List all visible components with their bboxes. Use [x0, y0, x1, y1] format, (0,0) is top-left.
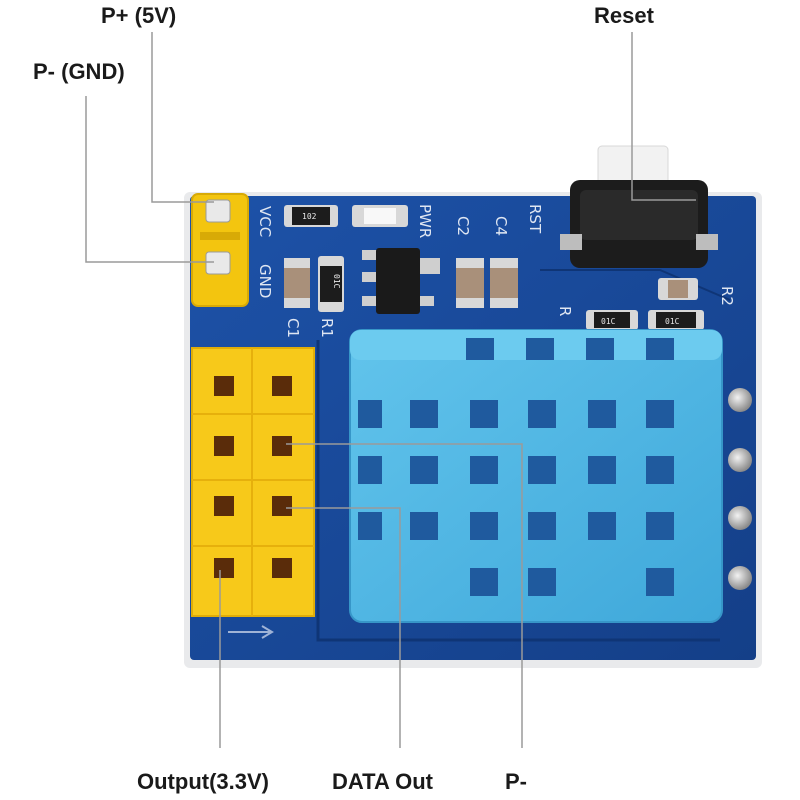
resistor-r-right-2: 01C: [648, 310, 704, 330]
leader-p-minus-gnd: [85, 96, 214, 263]
reset-button[interactable]: [560, 145, 718, 268]
resistor-r1-label: 01C: [332, 274, 341, 289]
resistor-102: 102: [284, 205, 338, 227]
dht-sensor: [349, 329, 723, 623]
resistor-r-right-2-label: 01C: [665, 317, 680, 326]
label-p-plus-5v: P+ (5V): [101, 3, 177, 28]
resistor-102-label: 102: [302, 212, 317, 221]
sensor-pins: [728, 388, 752, 590]
leader-p-plus: [151, 32, 214, 203]
leader-data-out: [286, 507, 401, 748]
silk-r1: R1: [318, 318, 336, 338]
capacitor-c2: [456, 258, 484, 308]
silk-rst: RST: [526, 204, 544, 234]
silk-pwr: PWR: [416, 204, 434, 238]
power-header: [191, 193, 249, 307]
label-p-minus: P-: [505, 769, 527, 794]
silk-r: R: [556, 306, 574, 316]
regulator-chip: [362, 248, 440, 314]
silk-c4: C4: [492, 216, 510, 236]
silk-gnd: GND: [256, 264, 274, 298]
leader-reset: [631, 32, 696, 201]
resistor-r1: 01C: [318, 256, 344, 312]
silk-r2: R2: [718, 286, 736, 306]
capacitor-c1: [284, 258, 310, 308]
leader-lines: [85, 32, 696, 748]
capacitor-small: [658, 278, 698, 300]
silk-vcc: VCC: [256, 206, 274, 237]
silk-c2: C2: [454, 216, 472, 236]
pwr-led: [352, 205, 408, 227]
resistor-r-right-1-label: 01C: [601, 317, 616, 326]
label-reset: Reset: [594, 3, 654, 28]
resistor-r-right-1: 01C: [586, 310, 638, 330]
label-data-out: DATA Out: [332, 769, 434, 794]
esp-socket-header: [191, 347, 315, 617]
label-p-minus-gnd: P- (GND): [33, 59, 125, 84]
leader-p-minus: [286, 443, 523, 748]
silk-c1: C1: [284, 318, 302, 338]
label-output-3v3: Output(3.3V): [137, 769, 269, 794]
capacitor-c4: [490, 258, 518, 308]
